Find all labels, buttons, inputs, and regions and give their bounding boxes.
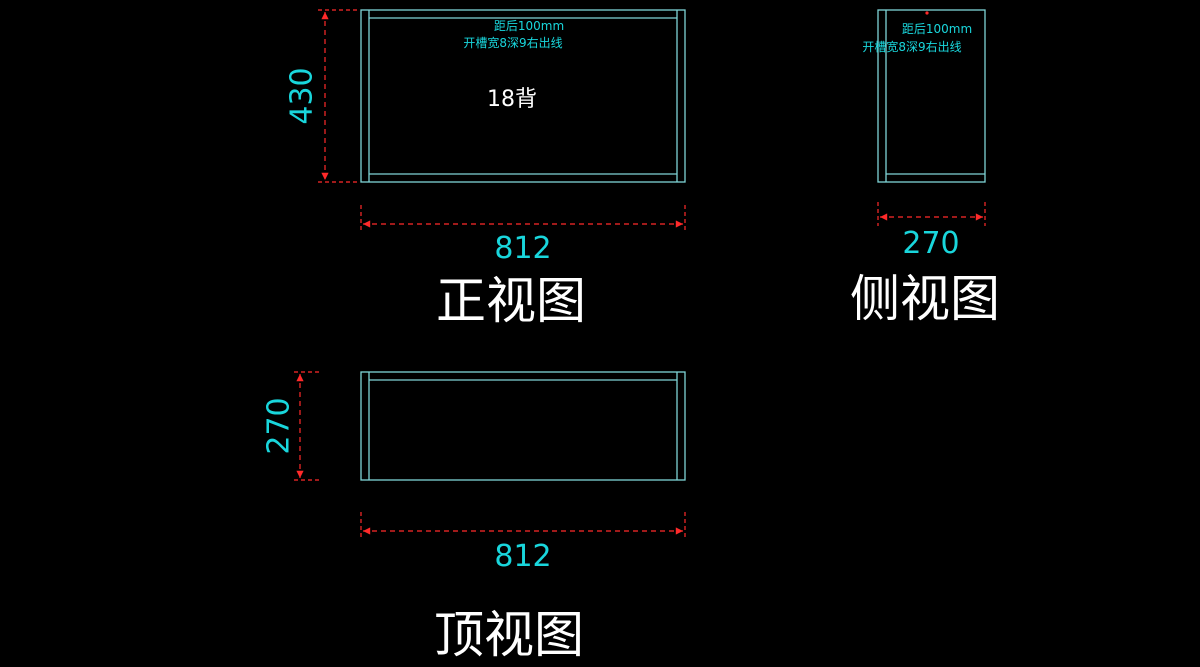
front-view: 430 812 距后100mm 开槽宽8深9右出线 18背 正视图 (285, 9, 686, 330)
front-view-cabinet-outline (360, 9, 686, 183)
top-view-title: 顶视图 (434, 606, 584, 664)
front-width-dimension (360, 205, 686, 232)
side-note-distance: 距后100mm (902, 22, 972, 36)
top-view-cabinet-outline (360, 371, 686, 481)
front-view-title: 正视图 (436, 272, 586, 330)
side-view-groove-marker (925, 11, 929, 15)
side-note-groove: 开槽宽8深9右出线 (862, 39, 961, 54)
side-view-title: 侧视图 (850, 270, 1000, 328)
front-width-dimension-text: 812 (494, 231, 551, 266)
front-height-dimension (318, 9, 357, 183)
top-width-dimension-text: 812 (494, 539, 551, 574)
front-note-groove: 开槽宽8深9右出线 (463, 35, 562, 50)
top-height-dimension (294, 371, 322, 481)
side-width-dimension (877, 202, 986, 226)
side-view-cabinet-outline (877, 9, 986, 183)
side-view: 270 距后100mm 开槽宽8深9右出线 侧视图 (850, 9, 1000, 328)
front-height-dimension-text: 430 (285, 67, 320, 124)
top-height-dimension-text: 270 (262, 397, 297, 454)
top-view: 270 812 顶视图 (262, 371, 686, 664)
side-width-dimension-text: 270 (902, 226, 959, 261)
front-note-distance: 距后100mm (494, 19, 564, 33)
front-part-label: 18背 (487, 87, 537, 112)
top-width-dimension (360, 512, 686, 540)
